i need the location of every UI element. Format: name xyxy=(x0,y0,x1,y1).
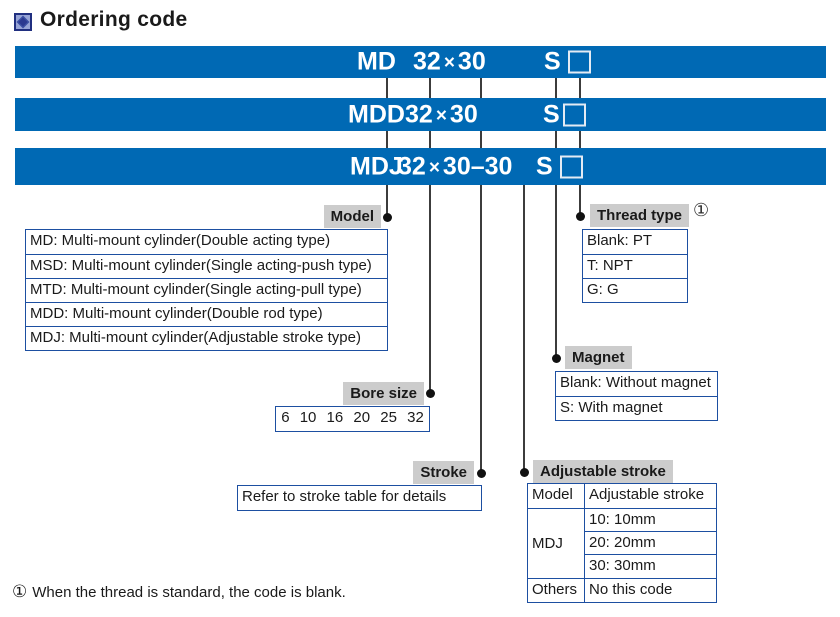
leader-line-thread xyxy=(579,62,581,214)
table-row: T: NPT xyxy=(583,254,687,278)
thread-code-box xyxy=(563,103,586,126)
leader-dot-model xyxy=(383,213,392,222)
code-model: MD xyxy=(357,47,396,76)
bore-size-table: 6 10 16 20 25 32 xyxy=(275,406,430,432)
code-bar-mdd: MDD 32×30 S xyxy=(15,98,826,131)
footnote-ref-icon: ① xyxy=(12,582,28,602)
table-row: Blank: Without magnet xyxy=(560,374,711,391)
multiply-sign: × xyxy=(443,52,455,74)
stroke-table: Refer to stroke table for details xyxy=(237,485,482,511)
code-magnet: S xyxy=(544,47,561,76)
leader-dot-thread xyxy=(576,212,585,221)
table-cell: Others xyxy=(528,578,585,602)
thread-type-table: Blank: PT T: NPT G: G xyxy=(582,229,688,303)
code-model: MDJ xyxy=(350,152,403,180)
code-model: MDD xyxy=(348,100,405,128)
table-row: MDD: Multi-mount cylinder(Double rod typ… xyxy=(26,302,387,326)
table-row: S: With magnet xyxy=(556,396,717,420)
label-thread: Thread type xyxy=(590,204,690,227)
code-magnet: S xyxy=(543,100,560,128)
leader-dot-bore xyxy=(426,389,435,398)
thread-note-ref: ① xyxy=(693,200,710,221)
model-table: MD: Multi-mount cylinder(Double acting t… xyxy=(25,229,388,351)
table-row: 6 10 16 20 25 32 xyxy=(281,409,424,426)
section-bullet-icon xyxy=(14,13,32,31)
label-adjustable: Adjustable stroke xyxy=(533,460,673,483)
adjustable-stroke-table: Model Adjustable stroke MDJ 10: 10mm 20:… xyxy=(527,483,717,603)
leader-line-bore xyxy=(429,62,431,391)
table-row: MD: Multi-mount cylinder(Double acting t… xyxy=(30,232,331,249)
leader-line-magnet xyxy=(555,62,557,356)
multiply-sign: × xyxy=(435,105,447,126)
code-size: 32×30–30 xyxy=(398,152,513,180)
leader-dot-magnet xyxy=(552,354,561,363)
table-cell: MDJ xyxy=(528,508,585,578)
code-magnet: S xyxy=(536,152,553,180)
leader-line-adjustable xyxy=(523,165,525,470)
multiply-sign: × xyxy=(428,157,440,178)
code-bar-mdj: MDJ 32×30–30 S xyxy=(15,148,826,185)
page-title: Ordering code xyxy=(40,8,188,31)
label-bore: Bore size xyxy=(343,382,424,405)
table-row: MDJ: Multi-mount cylinder(Adjustable str… xyxy=(26,326,387,350)
table-header-cell: Adjustable stroke xyxy=(589,486,705,503)
table-row: MSD: Multi-mount cylinder(Single acting-… xyxy=(26,254,387,278)
thread-code-box xyxy=(568,50,591,74)
table-cell: No this code xyxy=(585,578,716,602)
footnote-text: When the thread is standard, the code is… xyxy=(32,584,346,601)
code-size: 32×30 xyxy=(405,100,478,128)
table-cell: 10: 10mm xyxy=(585,508,716,531)
leader-line-model xyxy=(386,62,388,215)
table-row: G: G xyxy=(583,278,687,302)
table-row: MTD: Multi-mount cylinder(Single acting-… xyxy=(26,278,387,302)
table-row: Blank: PT xyxy=(587,232,653,249)
thread-code-box xyxy=(560,155,583,178)
leader-dot-stroke xyxy=(477,469,486,478)
table-row: Refer to stroke table for details xyxy=(242,488,447,505)
label-stroke: Stroke xyxy=(413,461,474,484)
table-cell: 20: 20mm xyxy=(585,531,716,554)
leader-line-stroke xyxy=(480,62,482,471)
table-cell: 30: 30mm xyxy=(585,554,716,578)
leader-dot-adjustable xyxy=(520,468,529,477)
table-header-cell: Model xyxy=(528,484,585,508)
code-bar-md: MD 32×30 S xyxy=(15,46,826,78)
code-size: 32×30 xyxy=(413,47,486,76)
magnet-table: Blank: Without magnet S: With magnet xyxy=(555,371,718,421)
label-model: Model xyxy=(323,205,381,228)
label-magnet: Magnet xyxy=(565,346,632,369)
